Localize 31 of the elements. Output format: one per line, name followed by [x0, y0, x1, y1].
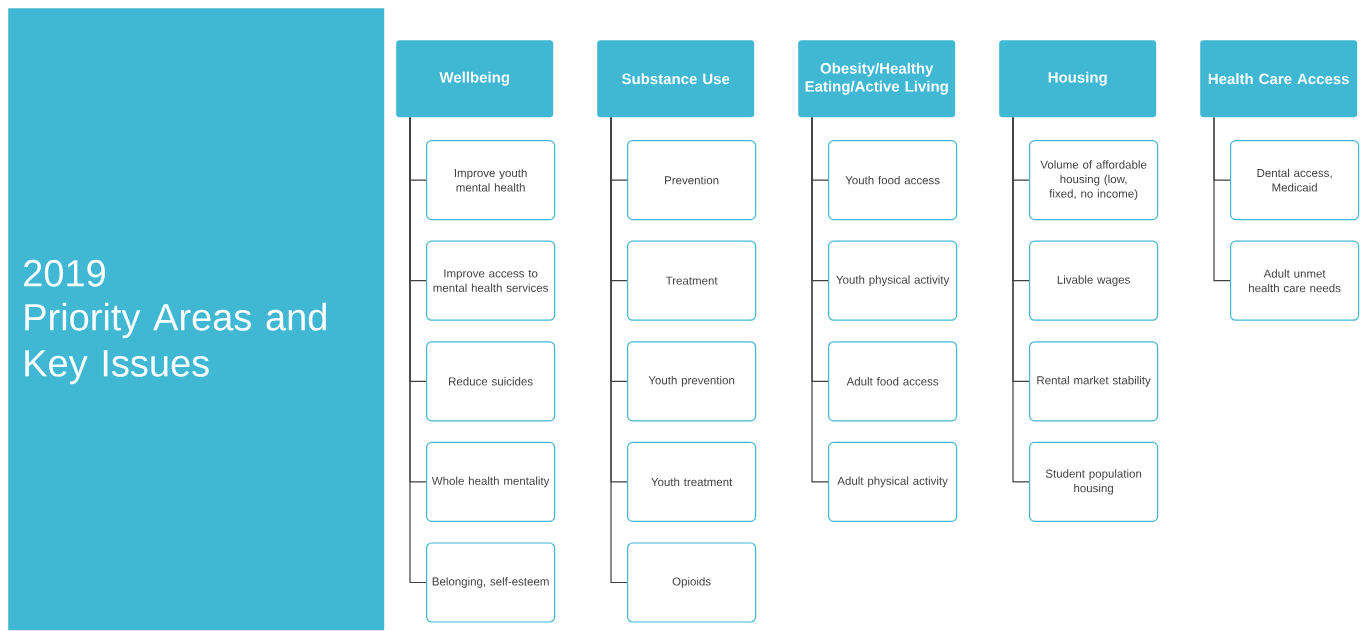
connector-line [1213, 116, 1231, 282]
category-header: Health Care Access [1200, 40, 1358, 118]
issue-box: Youth physical activity [828, 240, 958, 321]
category-header: Housing [999, 40, 1157, 118]
issue-box: Treatment [627, 240, 757, 321]
issue-box: Adult unmet health care needs [1230, 240, 1360, 321]
issue-box: Adult food access [828, 341, 958, 422]
connector-line [1012, 116, 1030, 483]
connector-line [610, 116, 628, 584]
category-header: Obesity/Healthy Eating/Active Living [798, 40, 956, 118]
issue-box: Youth food access [828, 140, 958, 221]
category-header: Wellbeing [396, 40, 554, 118]
issue-box: Whole health mentality [426, 441, 556, 522]
issue-box: Volume of affordable housing (low, fixed, no income) [1029, 140, 1159, 221]
issue-box: Student population housing [1029, 441, 1159, 522]
issue-box: Improve access to mental health services [426, 240, 556, 321]
issue-box: Improve youth mental health [426, 140, 556, 221]
issue-box: Youth treatment [627, 441, 757, 522]
issue-box: Belonging, self-esteem [426, 542, 556, 623]
title-panel: 2019 Priority Areas and Key Issues [8, 8, 385, 631]
issue-box: Rental market stability [1029, 341, 1159, 422]
issue-box: Livable wages [1029, 240, 1159, 321]
connector-line [811, 116, 829, 483]
issue-box: Adult physical activity [828, 441, 958, 522]
connector-line [409, 116, 427, 584]
issue-box: Youth prevention [627, 341, 757, 422]
issue-box: Dental access, Medicaid [1230, 140, 1360, 221]
issue-box: Reduce suicides [426, 341, 556, 422]
category-header: Substance Use [597, 40, 755, 118]
issue-box: Opioids [627, 542, 757, 623]
issue-box: Prevention [627, 140, 757, 221]
